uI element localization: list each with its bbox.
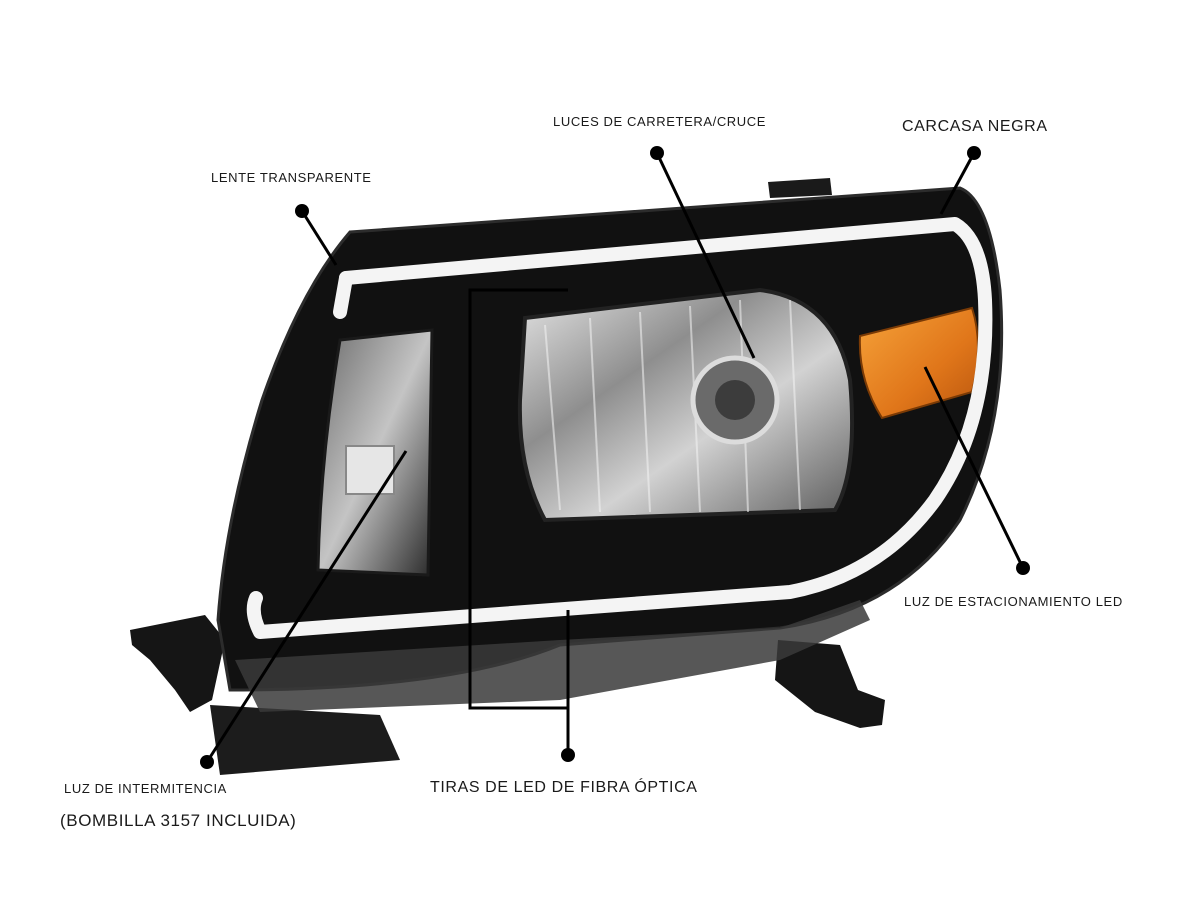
- label-high-low-beams: LUCES DE CARRETERA/CRUCE: [553, 114, 767, 129]
- callout-dot-turn-signal: [200, 755, 214, 769]
- callout-dot-housing: [967, 146, 981, 160]
- label-fiber-led: TIRAS DE LED DE FIBRA ÓPTICA: [430, 779, 698, 796]
- callout-lines: [205, 152, 1025, 763]
- lower-lens-lip: [235, 600, 870, 712]
- callout-dot-clear-lens: [295, 204, 309, 218]
- label-black-housing: CARCASA NEGRA: [902, 118, 1048, 135]
- label-led-parking: LUZ DE ESTACIONAMIENTO LED: [904, 594, 1123, 609]
- projector-lens-core: [715, 380, 755, 420]
- callout-dot-fiber-led: [561, 748, 575, 762]
- callout-dot-beams: [650, 146, 664, 160]
- callout-dots: [200, 146, 1030, 769]
- label-turn-signal: LUZ DE INTERMITENCIA: [64, 781, 227, 796]
- turn-signal-bulb: [345, 445, 395, 495]
- fiber-led-strip-end: [333, 271, 353, 319]
- label-clear-lens: LENTE TRANSPARENTE: [211, 170, 372, 185]
- projector-reflector: [517, 287, 855, 523]
- callout-dot-parking: [1016, 561, 1030, 575]
- fiber-led-strip: [246, 217, 993, 639]
- mounting-brackets: [130, 178, 885, 775]
- label-turn-signal-bulb: (BOMBILLA 3157 INCLUIDA): [60, 811, 297, 830]
